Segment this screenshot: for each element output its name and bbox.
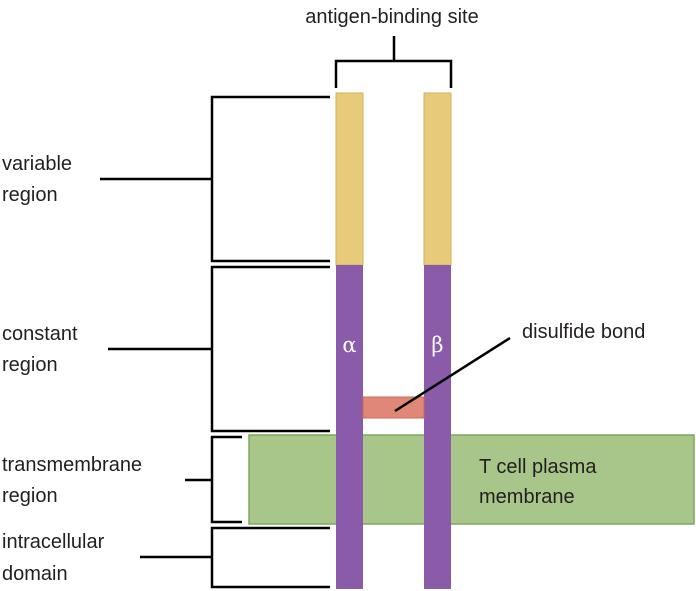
- alpha-label: α: [342, 333, 356, 357]
- variable-region-label-line2: region: [2, 184, 58, 206]
- intracellular-domain-label: intracellular domain: [2, 531, 110, 585]
- disulfide-bond-leader-line: [394, 336, 511, 413]
- alpha-constant-region: [336, 265, 363, 589]
- intracellular-domain-label-line2: domain: [2, 563, 68, 585]
- constant-region-label-line2: region: [2, 354, 58, 376]
- beta-label: β: [431, 333, 443, 357]
- antigen-binding-site-label: antigen-binding site: [305, 6, 478, 28]
- plasma-membrane-label-line1: T cell plasma: [479, 456, 597, 478]
- antigen-binding-bracket: [334, 36, 453, 88]
- plasma-membrane-label: T cell plasma membrane: [479, 456, 602, 508]
- transmembrane-region-label-line1: transmembrane: [2, 454, 142, 476]
- intracellular-domain-label-line1: intracellular: [2, 531, 105, 553]
- constant-region-label-line1: constant: [2, 323, 78, 345]
- beta-constant-region: [424, 265, 451, 589]
- disulfide-bond: [362, 396, 425, 419]
- variable-region-bracket: [100, 95, 330, 263]
- transmembrane-region-label: transmembrane region: [2, 454, 148, 507]
- alpha-chain: [335, 92, 364, 589]
- plasma-membrane: [248, 434, 695, 525]
- alpha-variable-region: [335, 92, 364, 266]
- beta-variable-region: [423, 92, 452, 266]
- disulfide-bond-label: disulfide bond: [522, 321, 645, 343]
- plasma-membrane-label-line2: membrane: [479, 486, 575, 508]
- variable-region-label-line1: variable: [2, 153, 72, 175]
- constant-region-label: constant region: [2, 323, 83, 376]
- variable-region-label: variable region: [2, 153, 78, 206]
- intracellular-domain-bracket: [140, 526, 330, 589]
- transmembrane-region-label-line2: region: [2, 485, 58, 507]
- transmembrane-region-bracket: [185, 435, 242, 524]
- beta-chain: [423, 92, 452, 589]
- constant-region-bracket: [108, 265, 330, 433]
